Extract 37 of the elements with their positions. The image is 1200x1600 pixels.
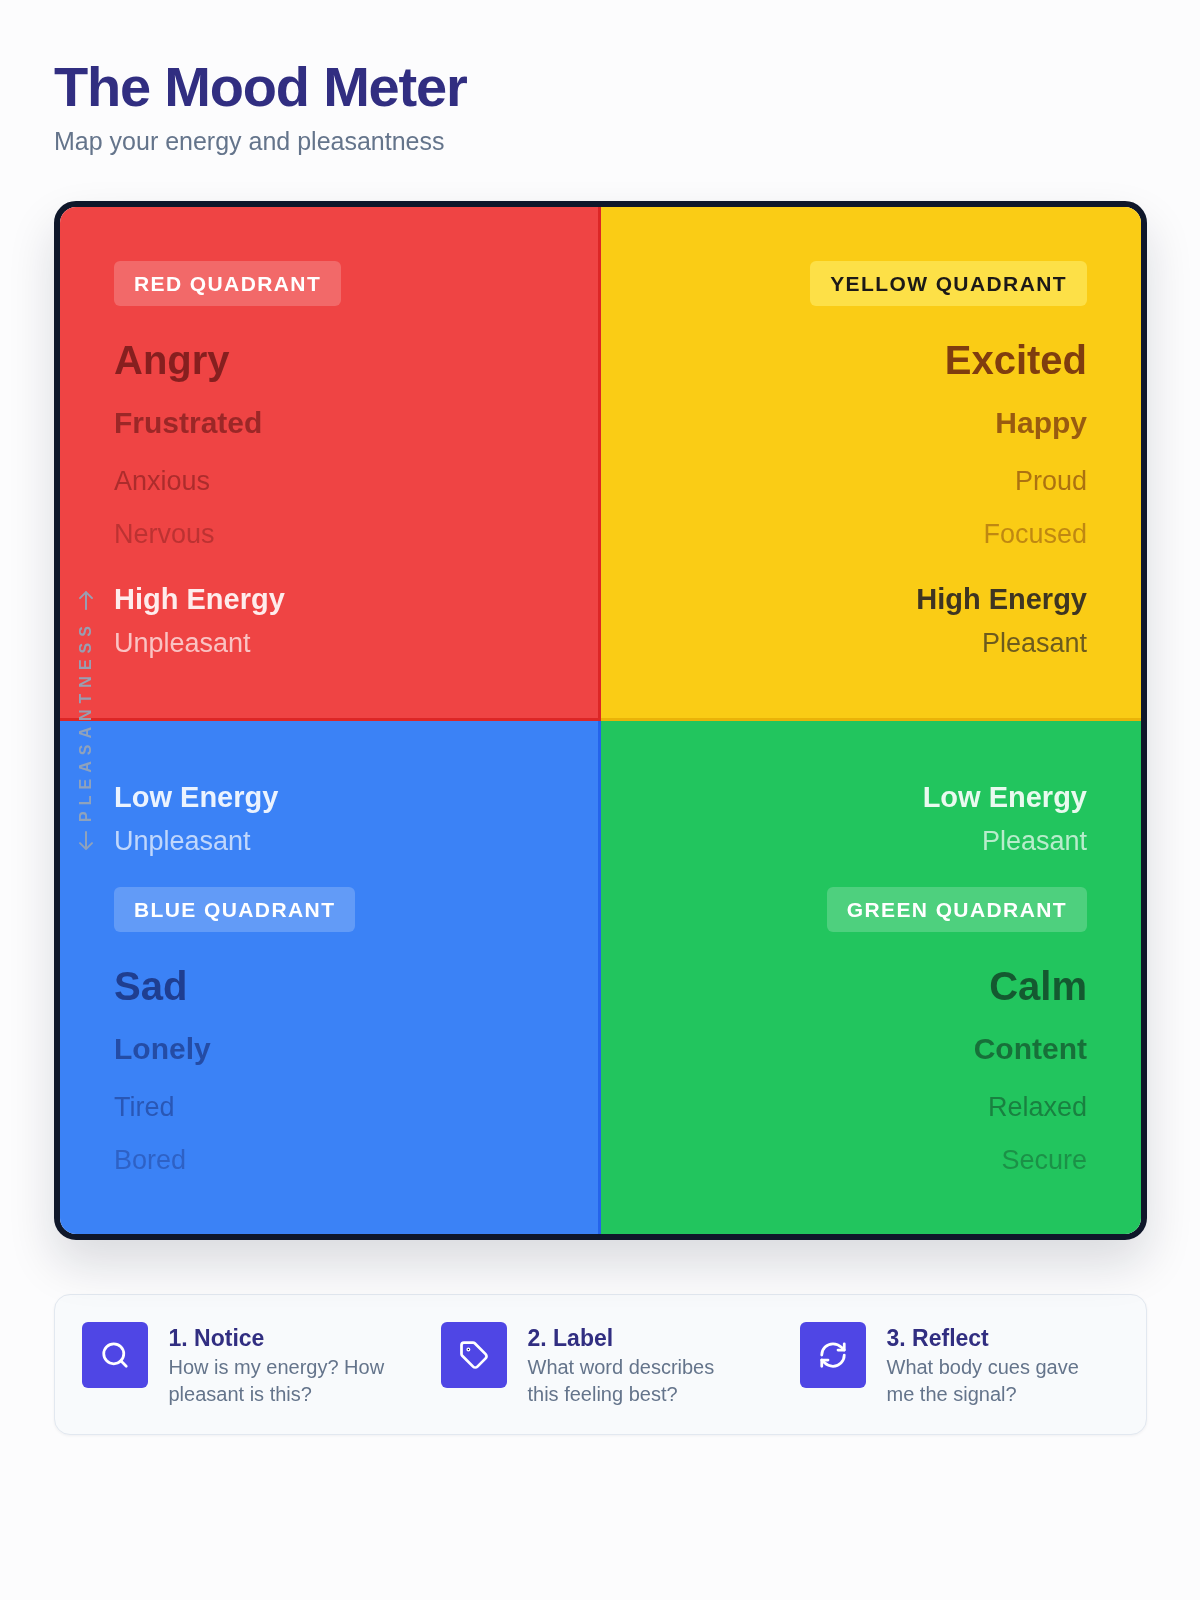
emotion-word: Happy [995, 405, 1087, 441]
energy-label: Low Energy [922, 779, 1087, 815]
emotion-word: Focused [983, 518, 1087, 550]
quadrant-badge: RED QUADRANT [114, 261, 342, 306]
quadrant-badge: YELLOW QUADRANT [810, 261, 1087, 306]
emotion-word: Angry [114, 337, 230, 384]
emotion-word: Lonely [114, 1030, 211, 1067]
pleasantness-label: Unpleasant [114, 627, 251, 659]
emotion-word: Content [973, 1030, 1087, 1067]
quadrant-panel [600, 207, 1141, 721]
quadrant-badge: GREEN QUADRANT [826, 886, 1087, 932]
energy-label: Low Energy [114, 779, 279, 815]
emotion-word: Tired [114, 1090, 175, 1123]
step-description: How is my energy? How pleasant is this? [168, 1354, 386, 1407]
steps-panel [54, 1294, 1147, 1435]
step-description: What body cues gave me the signal? [886, 1354, 1080, 1407]
emotion-word: Excited [944, 337, 1087, 384]
energy-label: High Energy [916, 582, 1087, 617]
quadrant-panel [600, 720, 1141, 1234]
emotion-word: Sad [114, 962, 188, 1010]
pleasantness-label: Unpleasant [114, 824, 251, 857]
pleasantness-label: Pleasant [981, 627, 1087, 659]
emotion-word: Calm [989, 962, 1087, 1010]
emotion-word: Proud [1014, 465, 1087, 497]
subtitle: Map your energy and pleasantness [54, 126, 445, 156]
quadrant-badge: BLUE QUADRANT [114, 886, 356, 932]
emotion-word: Relaxed [987, 1090, 1087, 1123]
page-title: The Mood Meter [54, 55, 467, 119]
step-description: What word describes this feeling best? [527, 1354, 716, 1407]
energy-label: High Energy [114, 582, 285, 617]
axis-label: PLEASANTNESS [77, 619, 95, 822]
step-title: 1. Notice [168, 1323, 265, 1352]
step-title: 2. Label [527, 1323, 614, 1352]
emotion-word: Anxious [114, 465, 211, 497]
step-title: 3. Reflect [886, 1323, 989, 1352]
emotion-word: Frustrated [114, 405, 263, 441]
pleasantness-label: Pleasant [981, 824, 1087, 857]
